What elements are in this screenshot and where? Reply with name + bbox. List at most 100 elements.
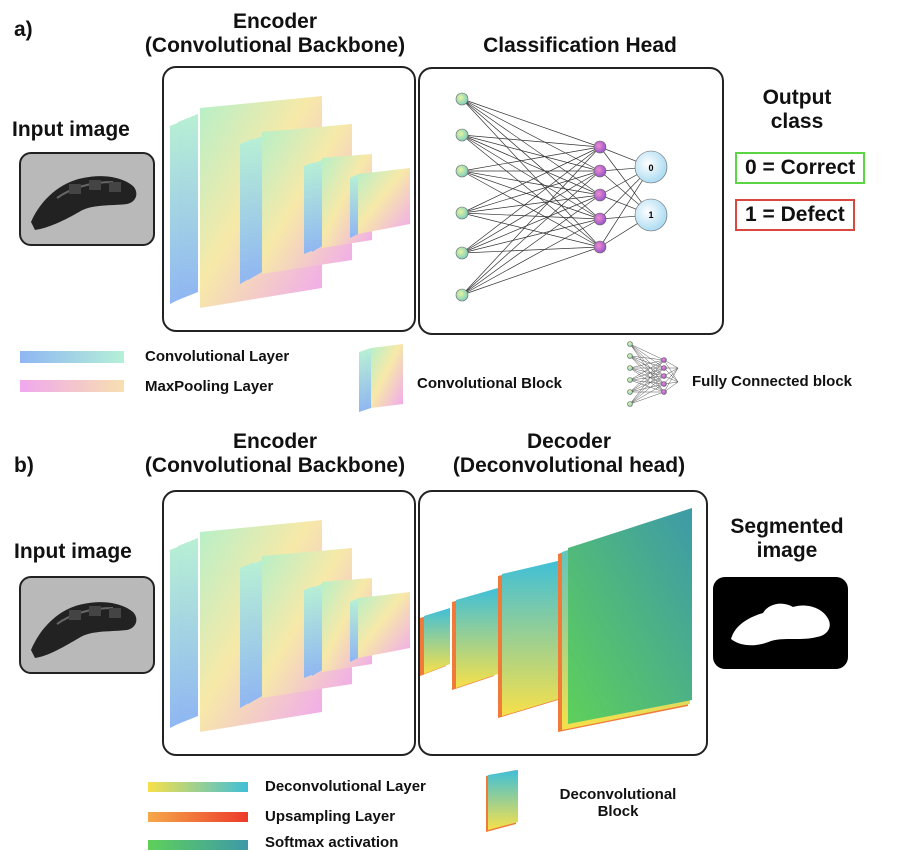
classification-head-title: Classification Head: [483, 34, 677, 57]
fc-hidden-node: [593, 140, 607, 154]
fc-mini-input-node: [627, 389, 633, 395]
fc-connection: [461, 170, 601, 254]
legend-maxpool-swatch: [20, 380, 124, 392]
fc-connection: [629, 391, 665, 405]
fc-connection: [461, 218, 601, 254]
fc-connection: [629, 355, 665, 361]
fc-connection: [663, 367, 679, 393]
fc-connection: [629, 375, 665, 381]
encoder-title-a-line1: Encoder: [232, 10, 318, 33]
fc-connection: [663, 359, 679, 383]
fc-connection: [663, 367, 679, 383]
fc-mini-hidden-node: [661, 373, 667, 379]
fc-connection: [629, 343, 665, 377]
panel-b-letter: b): [14, 454, 34, 477]
deconv-block-3: [498, 560, 562, 718]
legend-maxpool-label: MaxPooling Layer: [145, 378, 274, 395]
output-class-line1: Output: [762, 86, 832, 109]
legend-deconv-block-icon: [486, 770, 518, 832]
fc-input-node: [455, 92, 469, 106]
caliper-image-a: [31, 176, 137, 230]
fc-connection: [461, 146, 601, 214]
fc-connection: [461, 194, 601, 214]
legend-deconv-layer-swatch: [148, 782, 248, 792]
panel-a-letter: a): [14, 18, 33, 41]
fc-hidden-node: [593, 164, 607, 178]
fc-output-node: [634, 198, 668, 232]
deconv-block-2: [452, 588, 498, 690]
decoder-title-line1: Decoder: [526, 430, 612, 453]
input-image-a: [19, 152, 155, 246]
fc-connection: [461, 170, 601, 196]
fc-connection: [629, 375, 665, 405]
fc-connection: [461, 194, 601, 254]
legend-deconv-block-label: Deconvolutional Block: [548, 786, 688, 820]
output-class-line2: class: [770, 110, 824, 133]
fc-connection: [461, 134, 601, 172]
output-class-title: Output class: [742, 86, 852, 134]
fc-connection: [629, 367, 665, 393]
encoder-title-b: Encoder (Convolutional Backbone): [110, 430, 440, 478]
fully-connected-network: 0 1: [455, 92, 668, 302]
fc-connection: [461, 98, 601, 196]
fc-connection: [663, 381, 679, 393]
fc-connection: [629, 343, 665, 361]
fc-connection: [461, 134, 601, 148]
fc-hidden-node: [593, 240, 607, 254]
fc-connection: [461, 146, 601, 172]
fc-hidden-node: [593, 188, 607, 202]
fc-mini-input-node: [627, 365, 633, 371]
encoder-title-a-line2: (Convolutional Backbone): [144, 34, 406, 57]
fc-connection: [629, 355, 665, 377]
fc-input-node: [455, 128, 469, 142]
fc-connection: [461, 170, 601, 220]
fc-mini-input-node: [627, 341, 633, 347]
fc-mini-hidden-node: [661, 357, 667, 363]
fc-connection: [461, 246, 601, 296]
legend-upsampling-swatch: [148, 812, 248, 822]
fc-input-node: [455, 164, 469, 178]
legend-conv-layer-label: Convolutional Layer: [145, 348, 290, 365]
conv-block-b-4: [350, 592, 410, 662]
encoder-title-b-line1: Encoder: [232, 430, 318, 453]
fc-connection: [461, 146, 601, 254]
fc-hidden-node: [593, 212, 607, 226]
fc-connection: [461, 246, 601, 254]
legend-softmax-swatch: [148, 840, 248, 850]
input-image-b: [19, 576, 155, 674]
input-image-label-b: Input image: [14, 540, 132, 563]
fc-connection: [629, 367, 665, 405]
fc-connection: [629, 355, 665, 369]
decoder-title: Decoder (Deconvolutional head): [418, 430, 720, 478]
fc-mini-hidden-node: [661, 381, 667, 387]
fc-connection: [629, 359, 665, 381]
fc-connection: [461, 212, 601, 248]
fc-connection: [461, 212, 601, 220]
fc-connection: [461, 98, 601, 172]
encoder-layers-a: [170, 96, 410, 308]
decoder-title-line2: (Deconvolutional head): [452, 454, 686, 477]
fc-connection: [629, 359, 665, 405]
fc-connection: [461, 146, 601, 296]
fc-connection: [629, 367, 665, 381]
fc-connection: [461, 218, 601, 296]
fc-connection: [629, 375, 665, 393]
fc-connection: [461, 170, 601, 214]
output-node-0-label: 0: [648, 163, 653, 173]
fc-mini-input-node: [627, 377, 633, 383]
fc-mini-hidden-node: [661, 365, 667, 371]
output-node-1-label: 1: [648, 210, 653, 220]
encoder-layers-b: [170, 520, 410, 732]
fc-connection: [629, 367, 665, 377]
caliper-image-b: [31, 602, 137, 658]
fc-connection: [629, 383, 665, 405]
legend-fc-block-icon: [627, 341, 679, 407]
legend-deconv-block-line2: Block: [597, 803, 639, 820]
fc-connection: [629, 383, 665, 393]
segmentation-mask: [731, 603, 830, 646]
fc-connection: [461, 98, 601, 148]
segmented-image-line2: image: [756, 539, 818, 562]
fc-connection: [461, 194, 601, 296]
class-correct-box: 0 = Correct: [735, 152, 866, 184]
fc-input-node: [455, 206, 469, 220]
